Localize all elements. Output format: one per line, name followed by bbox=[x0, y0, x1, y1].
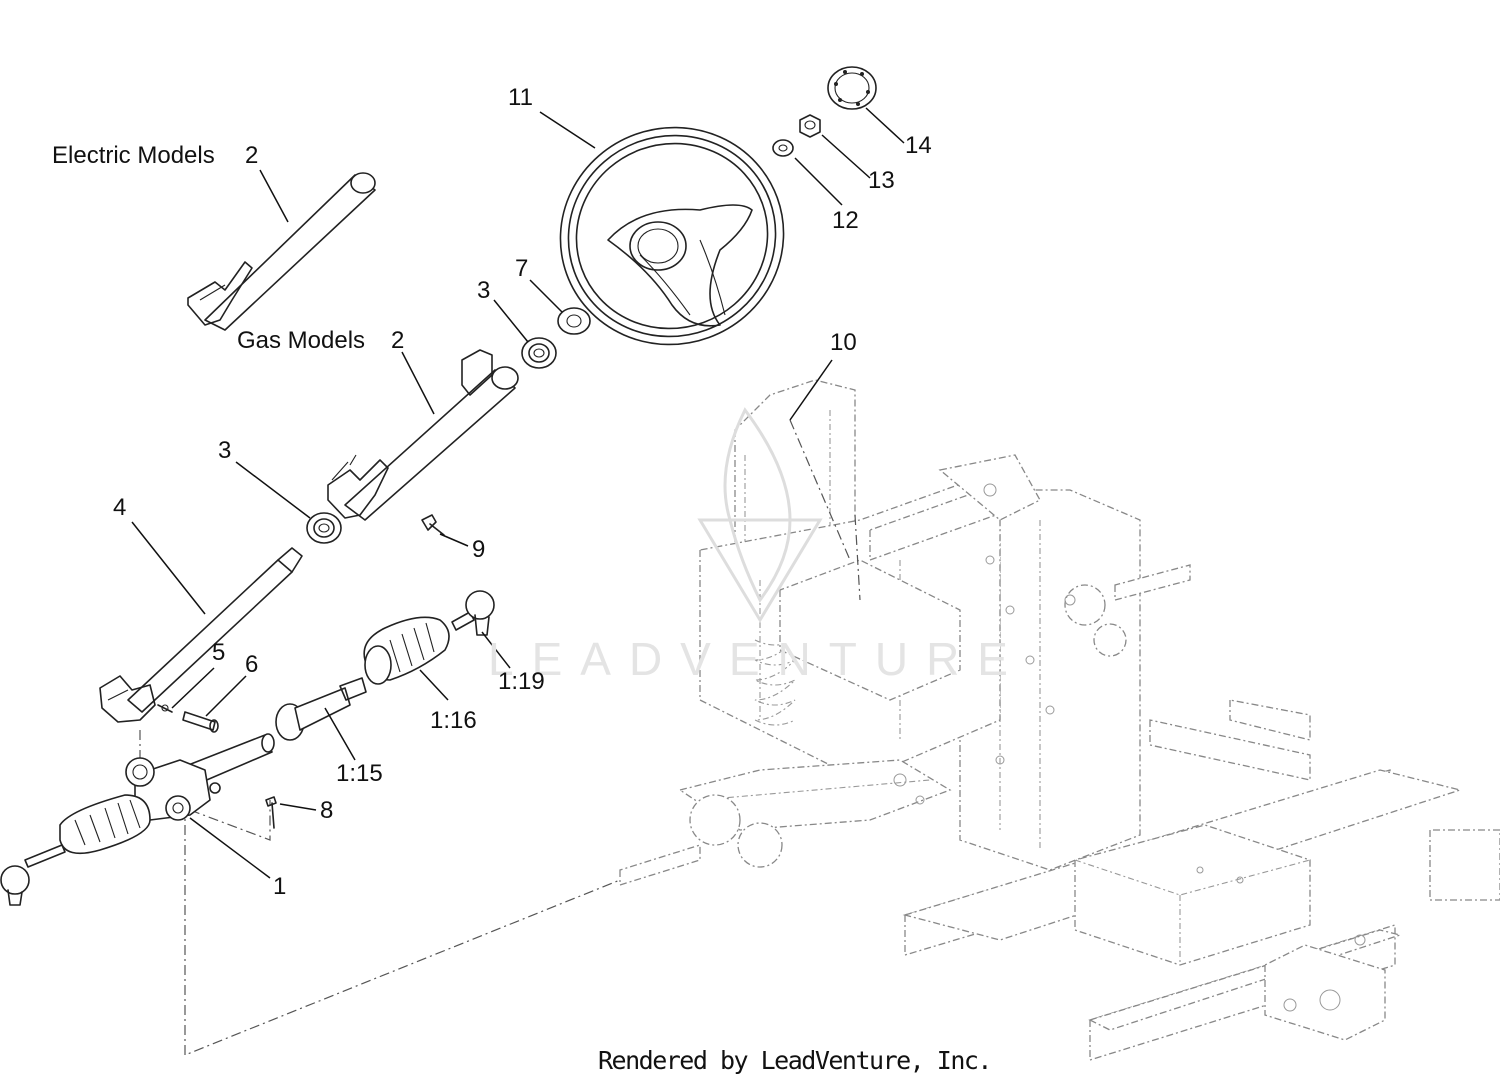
label-part-11: 11 bbox=[508, 84, 533, 111]
rack-boot bbox=[363, 616, 450, 685]
bearing-lower bbox=[306, 512, 342, 544]
chassis-frame bbox=[619, 379, 1500, 1061]
steering-column-electric bbox=[187, 172, 376, 331]
guide-line-bolt bbox=[189, 800, 271, 841]
watermark: LEADVENTURE bbox=[488, 633, 1026, 685]
steering-rack bbox=[0, 733, 275, 906]
label-part-8: 8 bbox=[320, 797, 334, 824]
footer-credit: Rendered by LeadVenture, Inc. bbox=[598, 1046, 993, 1075]
rack-bolt bbox=[265, 796, 277, 829]
inner-tie-rod bbox=[275, 677, 367, 741]
bearing-upper bbox=[521, 337, 557, 369]
label-part-3-upper: 3 bbox=[477, 277, 491, 304]
screw bbox=[421, 514, 445, 536]
label-part-1-16: 1:16 bbox=[430, 707, 477, 734]
label-part-1-19: 1:19 bbox=[498, 668, 545, 695]
steering-shaft bbox=[99, 547, 303, 723]
bolt bbox=[182, 711, 219, 733]
spacer bbox=[557, 307, 591, 335]
leader-lines bbox=[131, 107, 905, 879]
label-electric-models: Electric Models bbox=[52, 142, 215, 169]
cap bbox=[827, 66, 877, 110]
label-gas-models-part-2: 2 bbox=[391, 327, 405, 354]
label-part-13: 13 bbox=[868, 167, 895, 194]
label-part-4: 4 bbox=[113, 494, 127, 521]
label-electric-models-part-2: 2 bbox=[245, 142, 259, 169]
label-part-6: 6 bbox=[245, 651, 259, 678]
label-part-14: 14 bbox=[905, 132, 932, 159]
label-part-7: 7 bbox=[515, 255, 529, 282]
tie-rod-end bbox=[451, 590, 495, 636]
steering-column-gas bbox=[327, 349, 519, 521]
label-gas-models: Gas Models bbox=[237, 327, 366, 354]
label-part-3-lower: 3 bbox=[218, 437, 232, 464]
washer bbox=[772, 139, 794, 157]
guide-line-nut bbox=[789, 419, 861, 601]
label-part-1: 1 bbox=[273, 873, 287, 900]
label-part-12: 12 bbox=[832, 207, 859, 234]
guide-line bbox=[184, 805, 621, 1056]
nut bbox=[799, 114, 821, 138]
steering-wheel bbox=[559, 126, 785, 346]
label-part-9: 9 bbox=[472, 536, 486, 563]
label-part-1-15: 1:15 bbox=[336, 760, 383, 787]
pin bbox=[157, 704, 173, 713]
label-part-5: 5 bbox=[212, 639, 226, 666]
label-part-10: 10 bbox=[830, 329, 857, 356]
